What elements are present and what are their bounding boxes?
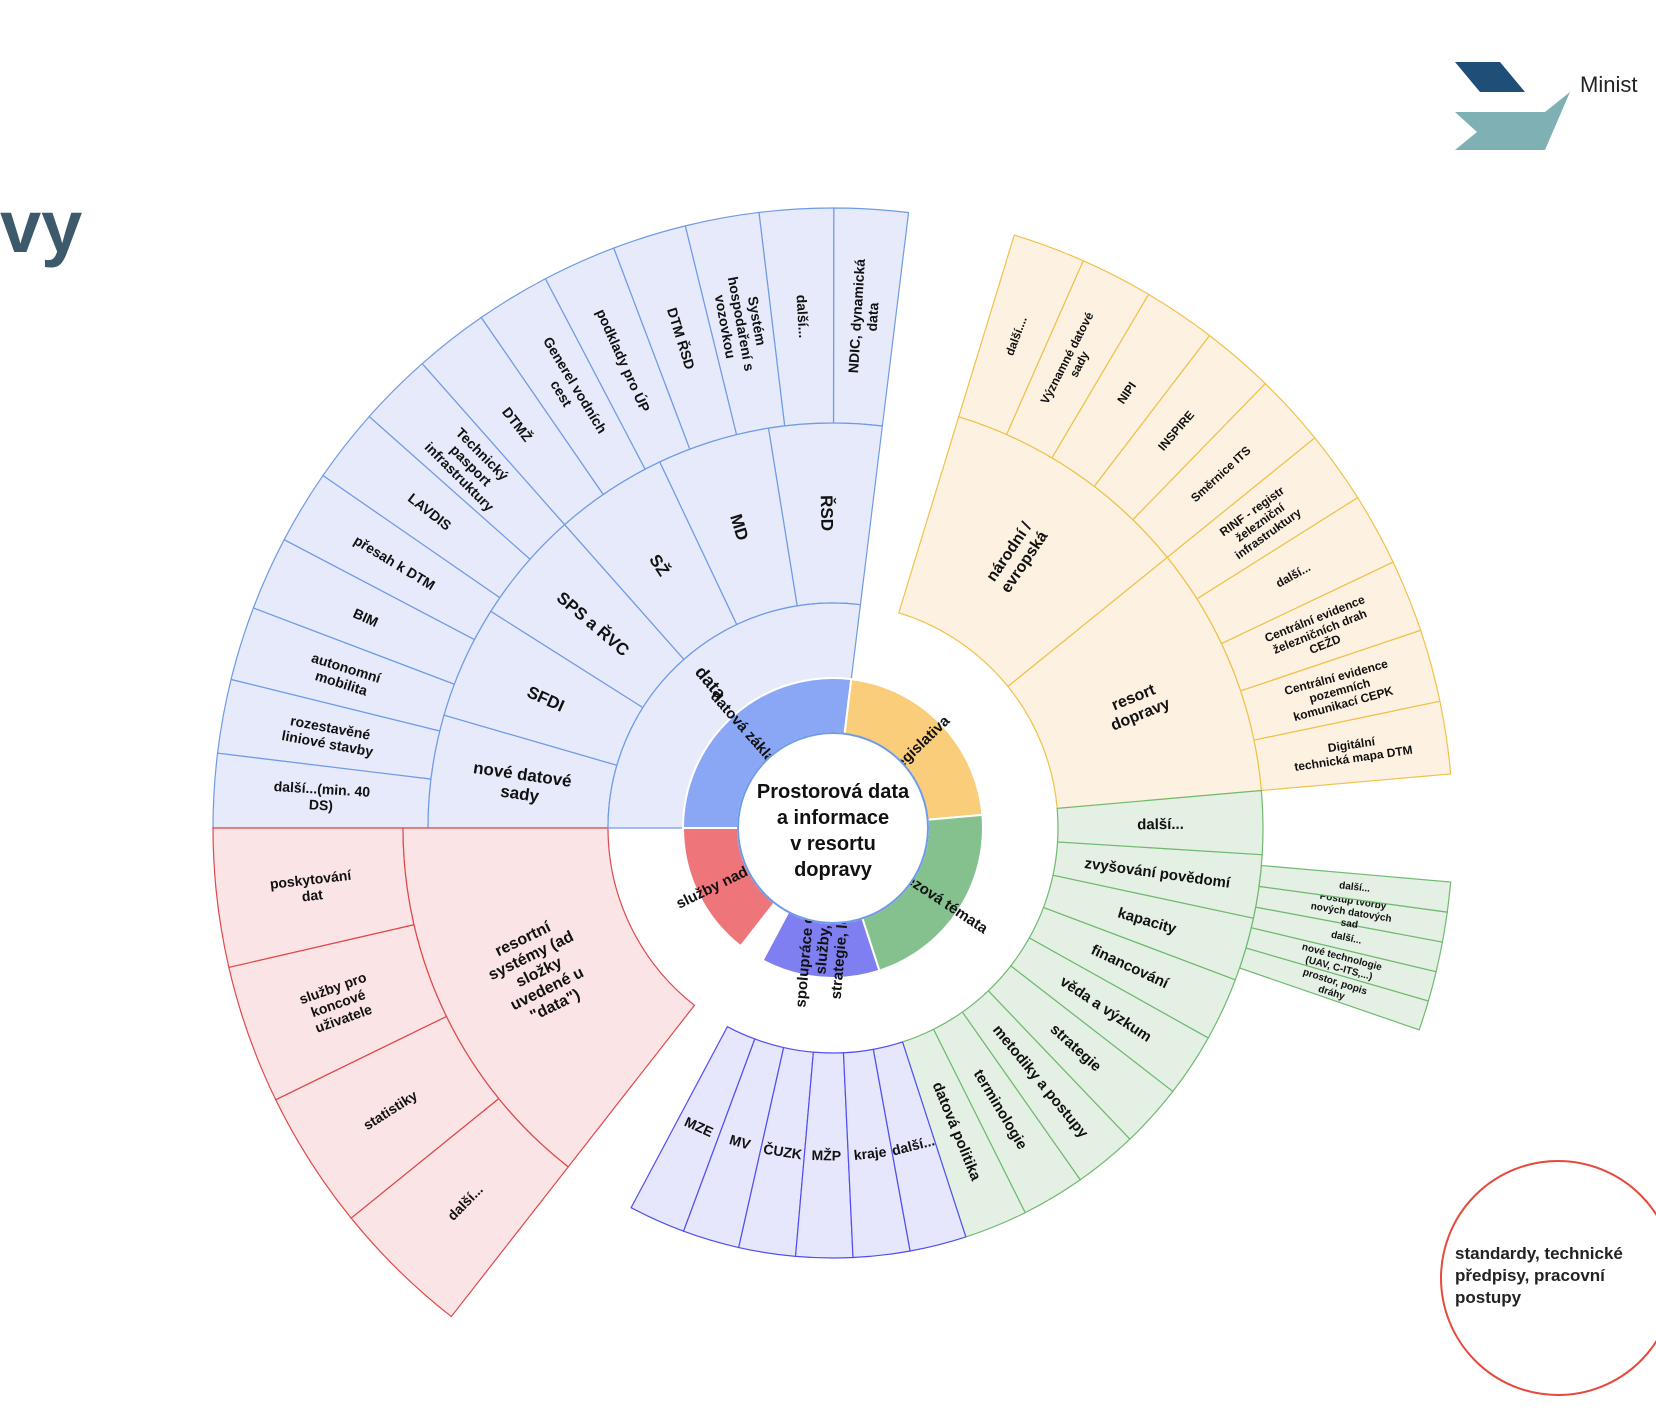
leg-mid-1 (898, 416, 1169, 688)
coop-mid-label-4: kraje (853, 1143, 888, 1163)
green-mid-8 (1056, 789, 1264, 856)
data-outer-label-1: další... (793, 294, 812, 338)
note-circle (1440, 1160, 1656, 1396)
ministry-logo (1455, 62, 1570, 150)
coop-mid-label-1: MV (728, 1131, 753, 1152)
leg-mid-label-0: resortdopravy (1102, 678, 1173, 734)
logo-bottom-shape (1455, 92, 1570, 150)
page-title: vy (0, 185, 83, 268)
green-mid-label-8: další... (1137, 816, 1184, 834)
coop-mid-5 (872, 1041, 967, 1252)
data-mid-label-0: ŘSD (817, 495, 837, 531)
data-outer-label-2: Systémhospodaření svozovkou (709, 272, 774, 375)
red-mid-0 (402, 827, 696, 1168)
data-outer-label-13: další...(min. 40DS) (272, 778, 370, 816)
coop-mid-label-3: MŽP (811, 1146, 841, 1164)
coop-mid-label-2: ČUZK (762, 1140, 803, 1163)
data-outer-label-0: NDIC, dynamickádata (845, 258, 884, 374)
note-text: standardy, technické předpisy, pracovní … (1455, 1244, 1623, 1307)
green-outer-label-4: další... (1339, 880, 1371, 894)
logo-text: Minist (1580, 72, 1638, 97)
center-circle (737, 732, 929, 924)
logo-top-shape (1455, 62, 1525, 92)
